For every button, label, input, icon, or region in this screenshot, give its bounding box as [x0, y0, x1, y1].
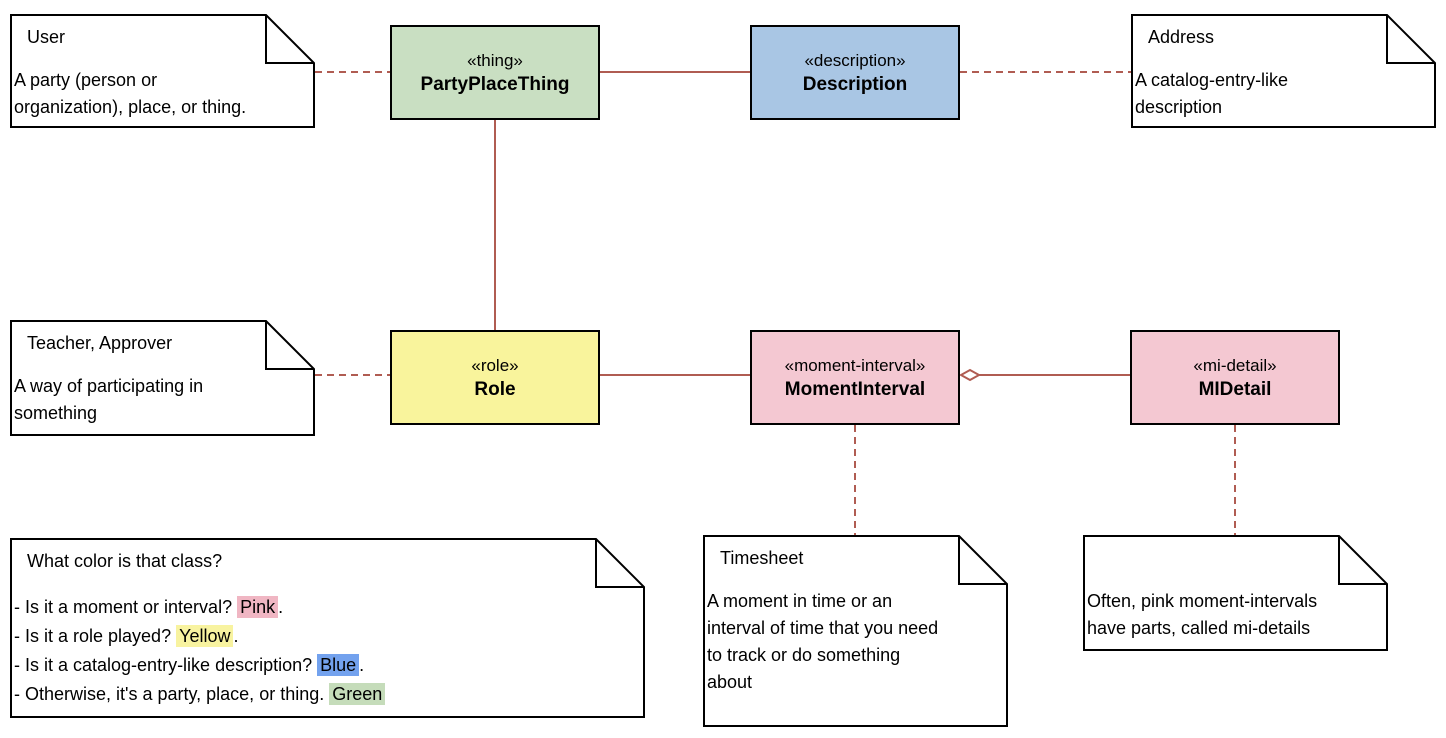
note-shape — [1131, 14, 1436, 128]
note-teacher-approver[interactable]: Teacher, Approver A way of participating… — [10, 320, 315, 436]
legend-text: - Otherwise, it's a party, place, or thi… — [14, 684, 330, 704]
note-body-line: Often, pink moment-intervals — [1087, 591, 1318, 611]
note-shape — [10, 538, 645, 718]
note-fold-icon — [265, 321, 314, 370]
class-stereotype: «mi-detail» — [1193, 355, 1277, 375]
class-stereotype: «description» — [804, 50, 906, 70]
note-fold-icon — [958, 536, 1007, 585]
class-name: MIDetail — [1198, 378, 1272, 400]
legend-text: - Is it a role played? — [14, 626, 177, 646]
note-mi-details[interactable]: Often, pink moment-intervals have parts,… — [1083, 535, 1388, 651]
class-stereotype: «moment-interval» — [784, 355, 926, 375]
note-timesheet[interactable]: Timesheet A moment in time or an interva… — [703, 535, 1008, 727]
note-body-line: about — [707, 672, 753, 692]
note-body-line: A moment in time or an — [707, 591, 893, 611]
note-shape — [1083, 535, 1388, 651]
legend-text: - Is it a catalog-entry-like description… — [14, 655, 318, 675]
note-fold-icon — [1338, 536, 1387, 585]
legend-highlight-green: Green — [329, 683, 386, 705]
note-body-line: A catalog-entry-like — [1135, 70, 1289, 90]
legend-line-green: - Otherwise, it's a party, place, or thi… — [14, 680, 639, 709]
class-name: PartyPlaceThing — [420, 73, 570, 95]
class-node-description[interactable]: «description» Description — [750, 25, 960, 120]
note-title: Teacher, Approver — [27, 333, 173, 353]
legend-highlight-yellow: Yellow — [176, 625, 234, 647]
note-body-line: A way of participating in — [14, 376, 204, 396]
legend-text: . — [278, 597, 284, 617]
note-body-line: have parts, called mi-details — [1087, 618, 1311, 638]
legend-highlight-blue: Blue — [317, 654, 360, 676]
aggregation-diamond-icon — [958, 368, 982, 382]
class-node-momentinterval[interactable]: «moment-interval» MomentInterval — [750, 330, 960, 425]
note-address[interactable]: Address A catalog-entry-like description — [1131, 14, 1436, 128]
legend-text: . — [233, 626, 239, 646]
note-user[interactable]: User A party (person or organization), p… — [10, 14, 315, 128]
legend-text: . — [359, 655, 365, 675]
note-title — [1087, 546, 1382, 570]
note-body-line: to track or do something — [707, 645, 901, 665]
legend-line-pink: - Is it a moment or interval? Pink. — [14, 593, 639, 622]
note-title: User — [27, 27, 66, 47]
class-node-partyplacething[interactable]: «thing» PartyPlaceThing — [390, 25, 600, 120]
note-body-line: organization), place, or thing. — [14, 97, 247, 117]
legend-line-blue: - Is it a catalog-entry-like description… — [14, 651, 639, 680]
class-name: Description — [802, 73, 908, 95]
note-fold-icon — [265, 15, 314, 64]
note-shape — [703, 535, 1008, 727]
note-color-legend[interactable]: What color is that class? - Is it a mome… — [10, 538, 645, 718]
class-stereotype: «role» — [471, 355, 519, 375]
class-name: MomentInterval — [784, 378, 926, 400]
class-node-role[interactable]: «role» Role — [390, 330, 600, 425]
note-body-line: description — [1135, 97, 1223, 117]
class-node-midetail[interactable]: «mi-detail» MIDetail — [1130, 330, 1340, 425]
note-title: Address — [1148, 27, 1215, 47]
note-title: What color is that class? — [27, 551, 223, 571]
note-shape — [10, 320, 315, 436]
class-name: Role — [474, 378, 516, 400]
class-stereotype: «thing» — [467, 50, 523, 70]
legend-line-yellow: - Is it a role played? Yellow. — [14, 622, 639, 651]
note-body-line: something — [14, 403, 98, 423]
legend-text: - Is it a moment or interval? — [14, 597, 238, 617]
note-body-line: interval of time that you need — [707, 618, 939, 638]
legend-highlight-pink: Pink — [237, 596, 279, 618]
note-fold-icon — [595, 539, 644, 588]
note-shape — [10, 14, 315, 128]
note-fold-icon — [1386, 15, 1435, 64]
note-title: Timesheet — [720, 548, 804, 568]
note-body-line: A party (person or — [14, 70, 158, 90]
